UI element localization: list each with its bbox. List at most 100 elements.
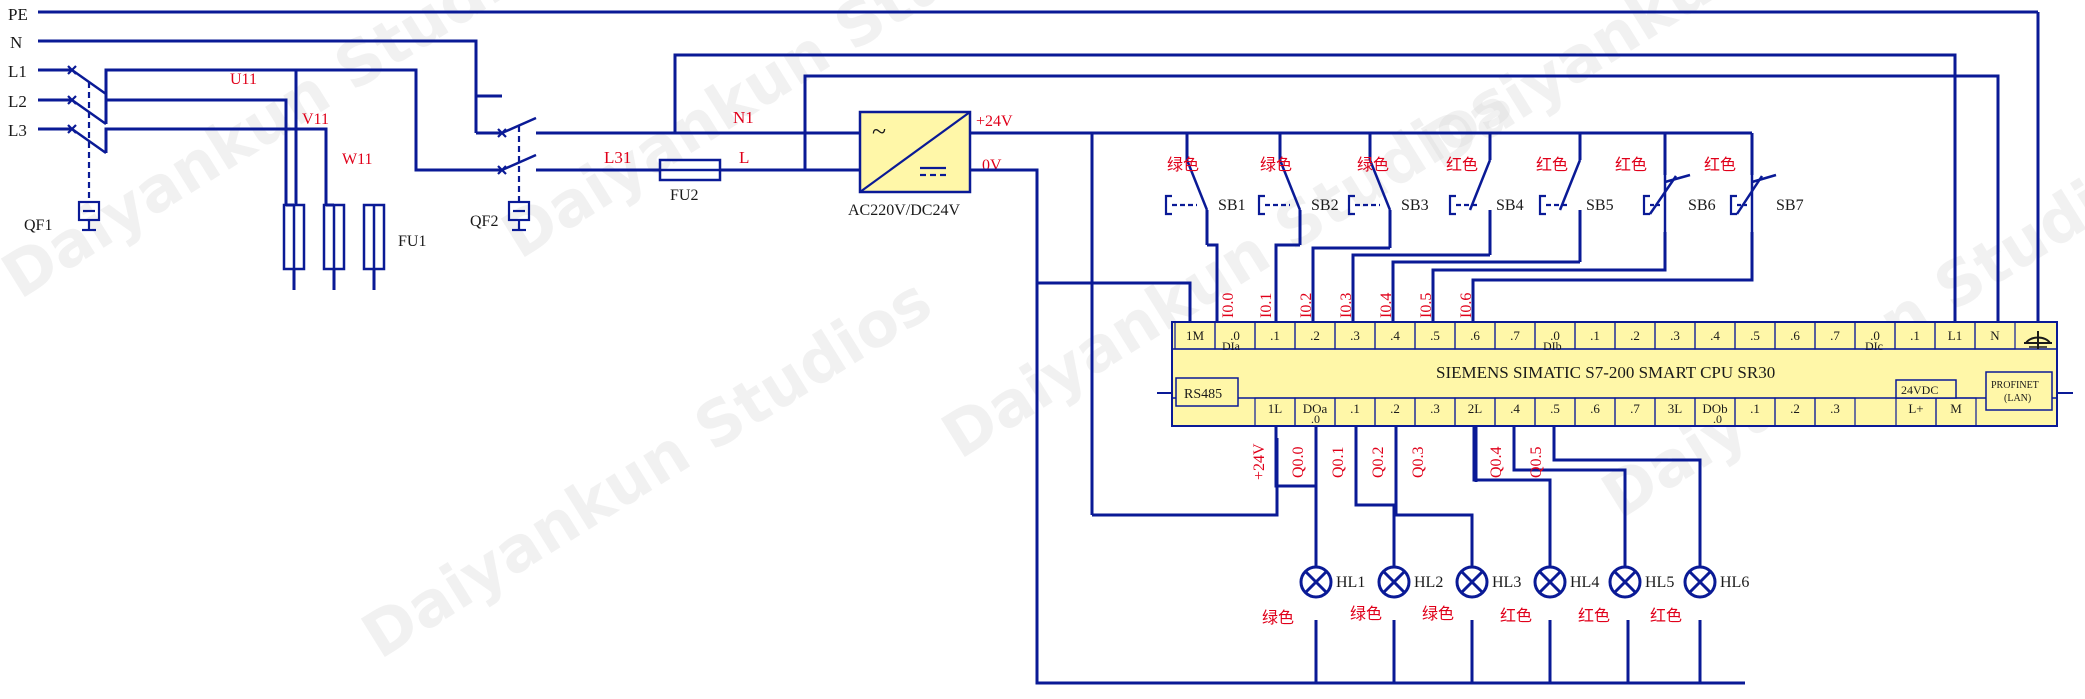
plc-bottom-terminal: .2	[1790, 401, 1800, 416]
hl3-label: HL3	[1492, 574, 1521, 591]
plc-top-terminal: .7	[1510, 328, 1520, 343]
plc-top-terminal: .2	[1310, 328, 1320, 343]
output-q03: Q0.3	[1410, 446, 1427, 478]
input-i01: I0.1	[1258, 293, 1275, 318]
label-v11: V11	[302, 111, 329, 128]
output-q01: Q0.1	[1330, 446, 1347, 478]
sb6-color: 红色	[1615, 155, 1647, 174]
plc-top-terminal: .4	[1390, 328, 1400, 343]
plc-bottom-terminal: DOa	[1303, 401, 1328, 416]
fuse-fu1: FU1	[282, 203, 426, 290]
lamp-hl2: HL2 绿色	[1350, 565, 1443, 623]
input-i05: I0.5	[1418, 293, 1435, 318]
hl5-color: 红色	[1578, 606, 1610, 625]
label-fu1: FU1	[398, 233, 426, 250]
hl4-label: HL4	[1570, 574, 1599, 591]
sb7-color: 红色	[1704, 155, 1736, 174]
hl5-label: HL5	[1645, 574, 1674, 591]
plc-top-terminal: .1	[1590, 328, 1600, 343]
label-pe: PE	[8, 5, 28, 24]
plc-top-terminal: .1	[1910, 328, 1920, 343]
sb2-label: SB2	[1311, 197, 1339, 214]
plc-bottom-terminal: DOb	[1702, 401, 1727, 416]
plc-bottom-terminal: .1	[1750, 401, 1760, 416]
plc-top-terminal: .0	[1550, 328, 1560, 343]
label-p24: +24V	[976, 113, 1013, 130]
label-l2: L2	[8, 92, 27, 111]
plc-top-terminal: .3	[1670, 328, 1680, 343]
plc-bottom-terminal: .5	[1550, 401, 1560, 416]
plc-top-terminal: L1	[1948, 328, 1962, 343]
hl1-color: 绿色	[1262, 608, 1294, 627]
label-n1: N1	[733, 108, 754, 127]
sb2-color: 绿色	[1260, 155, 1292, 174]
plc-top-terminal: .0	[1230, 328, 1240, 343]
input-i06: I0.6	[1458, 293, 1475, 318]
plc-bottom-terminal: M	[1950, 401, 1962, 416]
plc-bottom-terminal: .4	[1510, 401, 1520, 416]
psu-label: AC220V/DC24V	[848, 202, 960, 219]
plc-bottom-terminal: L+	[1908, 401, 1923, 416]
push-button-sb6: 红色 SB6	[1431, 155, 1716, 322]
label-qf2: QF2	[470, 213, 498, 230]
plc-bottom-terminal: .3	[1430, 401, 1440, 416]
label-l31: L31	[604, 148, 631, 167]
plc-bottom-terminal: 2L	[1468, 401, 1483, 416]
input-addresses: I0.0 I0.1 I0.2 I0.3 I0.4 I0.5 I0.6	[1220, 293, 1475, 318]
hl2-color: 绿色	[1350, 604, 1382, 623]
svg-text:Daiyankun Studios: Daiyankun Studios	[489, 0, 1084, 273]
plc-top-terminal: .5	[1750, 328, 1760, 343]
output-q04: Q0.4	[1488, 446, 1505, 478]
label-l1: L1	[8, 62, 27, 81]
plc-top-cell	[1974, 321, 2016, 350]
push-button-sb5: 红色 SB5	[1391, 155, 1614, 322]
dob-sub: .0	[1713, 412, 1722, 426]
power-supply: ~ AC220V/DC24V +24V 0V	[848, 110, 1013, 219]
svg-text:Daiyankun Studios: Daiyankun Studios	[349, 263, 944, 672]
plc-bottom-terminal: .2	[1390, 401, 1400, 416]
sb3-label: SB3	[1401, 197, 1429, 214]
svg-text:Daiyankun Studios: Daiyankun Studios	[0, 0, 584, 313]
push-button-sb1: 绿色 SB1	[1164, 155, 1246, 322]
lamp-hl1: HL1 绿色	[1262, 565, 1365, 627]
supply-lines: PE N L1 L2 L3	[8, 5, 2040, 322]
output-q02: Q0.2	[1370, 446, 1387, 478]
sb4-color: 红色	[1446, 155, 1478, 174]
input-i00: I0.0	[1220, 293, 1237, 318]
hl2-label: HL2	[1414, 574, 1443, 591]
input-i04: I0.4	[1378, 293, 1395, 318]
label-fu2: FU2	[670, 187, 698, 204]
output-q05: Q0.5	[1528, 446, 1545, 478]
hl6-label: HL6	[1720, 574, 1749, 591]
plc-cpu-sr30: SIEMENS SIMATIC S7-200 SMART CPU SR30 RS…	[1157, 321, 2073, 427]
sb6-label: SB6	[1688, 197, 1716, 214]
input-i03: I0.3	[1338, 293, 1355, 318]
plc-top-terminal: N	[1990, 328, 2000, 343]
plc-bottom-terminal: .1	[1350, 401, 1360, 416]
plc-bottom-terminal: .7	[1630, 401, 1640, 416]
dia-label: DIa	[1222, 339, 1241, 353]
sb5-color: 红色	[1536, 155, 1568, 174]
input-i02: I0.2	[1298, 293, 1315, 318]
dc24-label: 24VDC	[1901, 383, 1938, 397]
plc-top-terminal: .2	[1630, 328, 1640, 343]
plc-title: SIEMENS SIMATIC S7-200 SMART CPU SR30	[1436, 363, 1775, 382]
plc-bottom-terminal: .3	[1830, 401, 1840, 416]
n1-l31-wiring: N1 L31 L FU2	[536, 53, 2000, 322]
doa-sub: .0	[1311, 412, 1320, 426]
push-button-sb4: 红色 SB4	[1351, 155, 1524, 322]
dic-label: DIc	[1865, 339, 1883, 353]
lamp-hl5: HL5 红色	[1578, 565, 1674, 625]
rs485-port: RS485	[1184, 387, 1222, 402]
push-button-sb7: 红色 SB7	[1471, 155, 1804, 322]
plc-top-terminal: .7	[1830, 328, 1840, 343]
breaker-qf2: QF2	[470, 116, 537, 232]
label-w11: W11	[342, 151, 373, 168]
plc-bottom-terminal: .6	[1590, 401, 1600, 416]
output-wiring: +24V Q0.0 Q0.1 Q0.2 Q0.3 Q0.4 Q0.5	[1251, 426, 1702, 580]
label-u11: U11	[230, 71, 257, 88]
label-l3: L3	[8, 121, 27, 140]
